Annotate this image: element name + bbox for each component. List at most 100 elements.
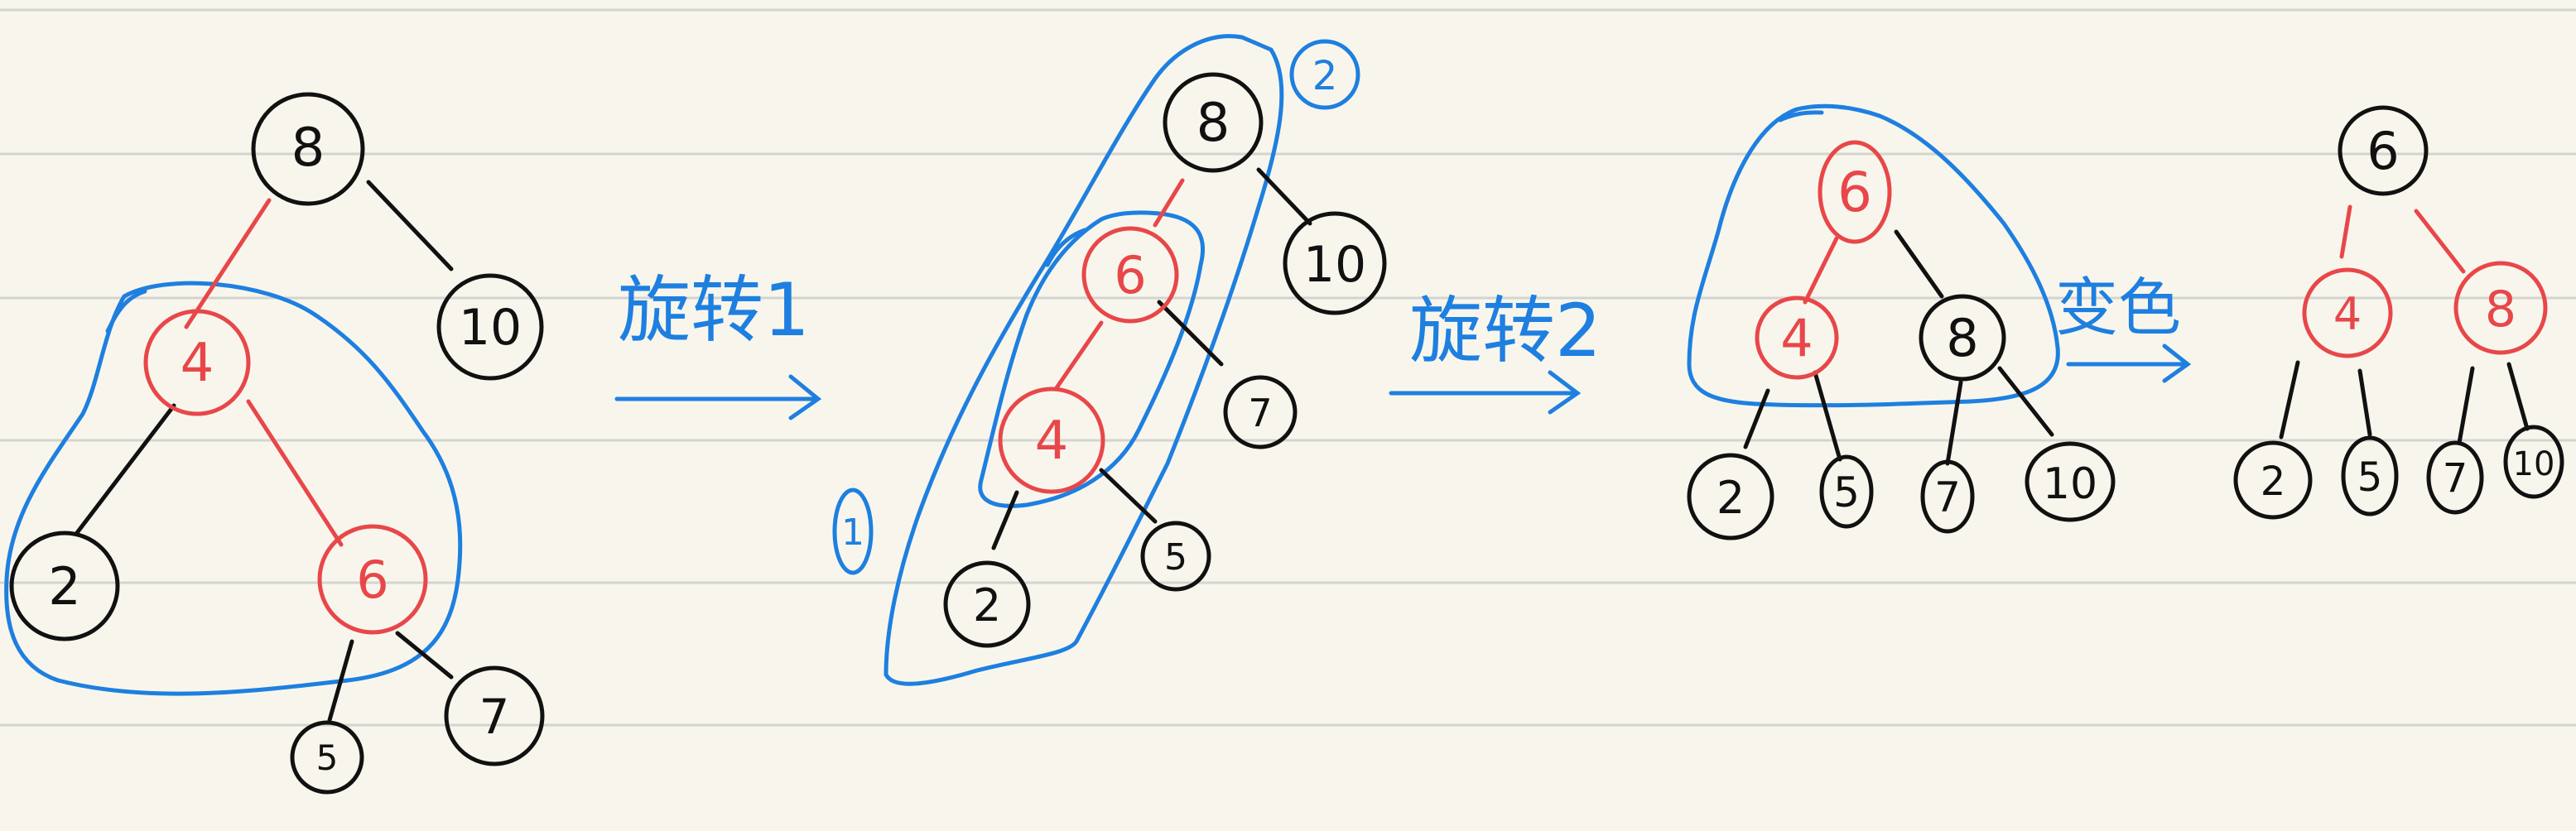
node: 6 <box>317 524 428 635</box>
arrow-label: 旋转1 <box>618 267 810 353</box>
arrow-head <box>1548 370 1582 415</box>
edge-6-8 <box>2414 209 2466 274</box>
node-label: 8 <box>1197 93 1230 154</box>
node: 10 <box>2025 441 2116 522</box>
node-label: 5 <box>1164 536 1187 579</box>
paper-rules <box>0 8 2576 727</box>
node-circle <box>2025 441 2116 522</box>
edge-4-2 <box>1743 388 1770 449</box>
arrow-head <box>788 374 822 420</box>
node-label: 4 <box>2333 288 2362 340</box>
node: 2 <box>9 531 120 641</box>
edge-4-2 <box>74 403 176 536</box>
node-circle <box>436 273 544 381</box>
node-circle <box>9 531 120 641</box>
node-label: 2 <box>2261 459 2286 505</box>
node-label: 8 <box>291 118 325 179</box>
edge-4-2 <box>991 490 1019 550</box>
stage-4-tree: 6 4 8 2 5 7 10 <box>2233 105 2564 520</box>
node: 4 <box>1755 295 1839 380</box>
edge-8-10 <box>366 180 454 271</box>
node-label: 8 <box>2485 281 2516 339</box>
edge-8-4 <box>184 198 272 329</box>
edge-6-4 <box>2339 204 2352 259</box>
node: 5 <box>290 720 364 795</box>
node-circle <box>251 92 365 206</box>
node: 7 <box>1920 459 1975 534</box>
node-circle <box>1819 454 1874 529</box>
edge-6-7 <box>1157 300 1224 367</box>
node-label: 8 <box>1946 308 1978 368</box>
node-label: 7 <box>1248 391 1272 435</box>
node: 10 <box>2503 425 2564 499</box>
node-label: 6 <box>1837 161 1872 224</box>
node-label: 10 <box>2043 459 2097 509</box>
node: 10 <box>436 273 544 381</box>
node: 8 <box>2453 261 2548 355</box>
node-label: 7 <box>2443 455 2468 502</box>
stage-1-tree: 8 10 4 2 6 5 7 <box>4 92 545 795</box>
edge-8-10 <box>2506 362 2530 431</box>
node-label: 2 <box>973 579 1001 632</box>
edge-8-6 <box>1153 178 1185 228</box>
node-circle <box>943 560 1031 648</box>
node: 6 <box>1081 226 1179 324</box>
stage-2-inner-blue-outline <box>978 210 1206 508</box>
node: 2 <box>2233 440 2313 520</box>
node-circle <box>143 309 251 416</box>
edge-4-6 <box>246 399 344 547</box>
stage-2-outer-blue-outline <box>884 34 1284 686</box>
edge-6-5 <box>327 639 354 723</box>
annotation-group-2: 2 <box>1289 39 1360 110</box>
node-label: 4 <box>181 333 214 394</box>
node: 8 <box>251 92 365 206</box>
arrow-head <box>2162 343 2192 383</box>
node-circle <box>1223 375 1298 449</box>
node-label: 6 <box>1114 245 1146 305</box>
node-label: 10 <box>459 299 522 357</box>
node-circle <box>2233 440 2313 520</box>
node-circle <box>2503 425 2564 499</box>
node: 7 <box>444 665 545 766</box>
edge-4-5 <box>1099 468 1158 524</box>
node: 4 <box>2302 267 2393 358</box>
edge-8-10 <box>1256 167 1312 226</box>
edge-8-7 <box>1945 380 1963 466</box>
node-label: 5 <box>316 737 339 778</box>
node-circle <box>2426 440 2484 515</box>
node: 2 <box>943 560 1031 648</box>
node-label: 4 <box>1035 411 1069 472</box>
node-circle <box>1755 295 1839 380</box>
node-label: 6 <box>356 550 388 610</box>
node: 5 <box>2341 435 2399 516</box>
edge-6-4 <box>1803 236 1839 305</box>
edge-6-7 <box>395 631 454 680</box>
node-label: 2 <box>48 556 80 617</box>
edge-4-2 <box>2279 360 2300 440</box>
node-label: 4 <box>1780 308 1813 368</box>
node-label: 7 <box>1934 473 1961 521</box>
arrow-recolor: 变色 <box>2055 271 2192 383</box>
node-circle <box>1687 453 1774 540</box>
edge-8-7 <box>2457 366 2475 445</box>
node-circle <box>444 665 545 766</box>
annotation-label: 2 <box>1312 53 1338 99</box>
stage-3-blue-outline <box>1687 103 2060 408</box>
edge-4-5 <box>2357 368 2372 437</box>
node-label: 10 <box>1303 236 1366 294</box>
annotation-label: 1 <box>841 512 864 554</box>
node-circle <box>1081 226 1179 324</box>
arrow-rotation-1: 旋转1 <box>614 267 822 420</box>
edge-4-5 <box>1813 370 1842 462</box>
node: 4 <box>143 309 251 416</box>
node: 8 <box>1919 294 2006 382</box>
stage-3-blue-outline-stroke <box>1778 110 1824 122</box>
stage-1-blue-outline-stroke <box>105 289 147 334</box>
node-circle <box>2302 267 2393 358</box>
annotation-circle <box>1289 39 1360 110</box>
node: 2 <box>1687 453 1774 540</box>
node-circle <box>1140 521 1211 592</box>
node-circle <box>1818 140 1892 244</box>
annotation-circle <box>832 488 874 575</box>
